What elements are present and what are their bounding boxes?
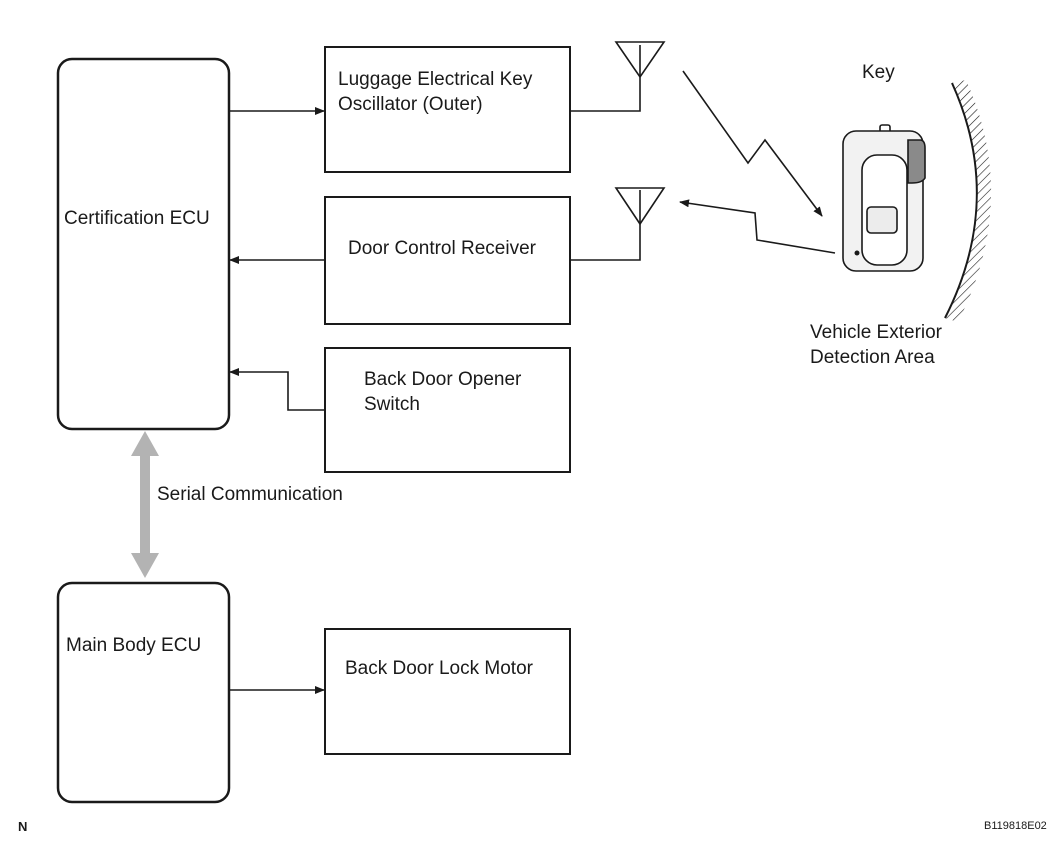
- certification-ecu-label: Certification ECU: [64, 208, 210, 229]
- back-door-lock-motor-label: Back Door Lock Motor: [345, 658, 533, 679]
- certification-ecu-block: [56, 57, 231, 431]
- wireless-signal-icon: [682, 70, 823, 217]
- key-label: Key: [862, 62, 895, 83]
- main-body-ecu-block: [56, 581, 231, 804]
- luggage-oscillator-box: [324, 46, 571, 173]
- antenna-icon: [570, 187, 666, 261]
- key-fob-icon: [842, 124, 926, 272]
- luggage-oscillator-label: Luggage Electrical Key Oscillator (Outer…: [338, 69, 533, 115]
- back-door-lock-motor-box: [324, 628, 571, 755]
- antenna-icon: [570, 41, 666, 112]
- serial-communication-arrow: [131, 431, 159, 578]
- arrow-switch-to-cert: [229, 368, 325, 411]
- corner-mark: N: [18, 819, 28, 834]
- wireless-signal-icon: [679, 199, 836, 254]
- detection-area-label: Vehicle Exterior Detection Area: [810, 322, 943, 368]
- serial-communication-label: Serial Communication: [157, 484, 343, 505]
- back-door-opener-switch-label: Back Door Opener Switch: [364, 369, 522, 415]
- detection-area-boundary: [944, 80, 992, 322]
- door-control-receiver-label: Door Control Receiver: [348, 238, 536, 259]
- main-body-ecu-label: Main Body ECU: [66, 635, 202, 656]
- figure-code: B119818E02: [984, 820, 1047, 832]
